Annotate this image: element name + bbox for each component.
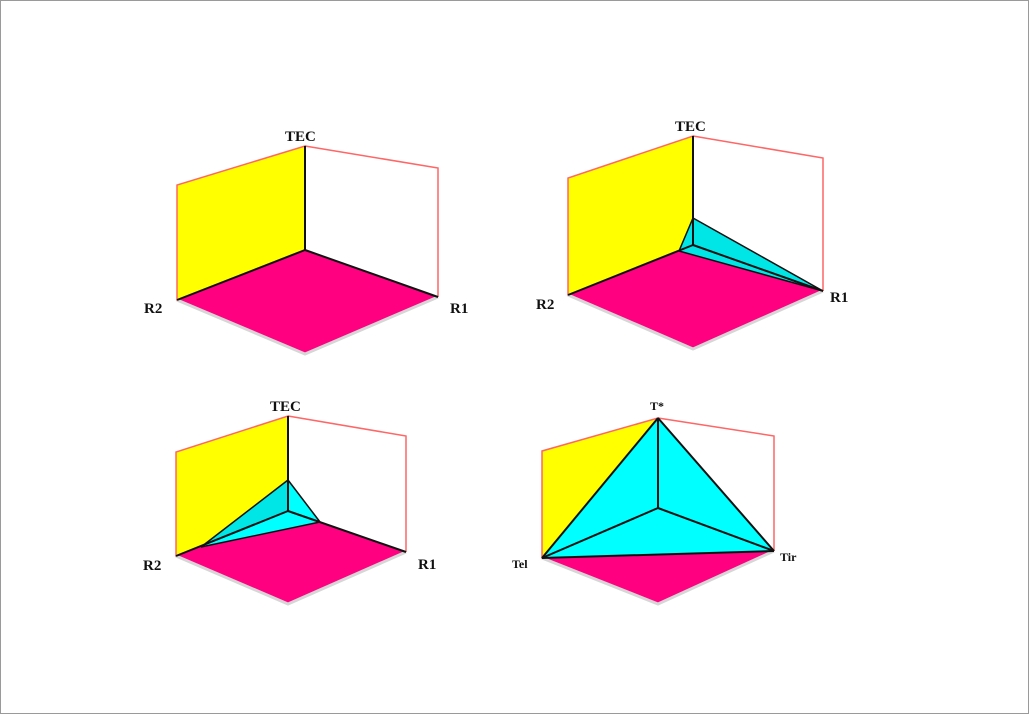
magenta-floor bbox=[177, 250, 438, 354]
axis-label-right: R1 bbox=[418, 557, 436, 573]
axis-right bbox=[657, 507, 775, 552]
floor-front-edge bbox=[175, 550, 407, 606]
axis-label-left: R2 bbox=[536, 297, 554, 313]
tetra-edge bbox=[541, 550, 775, 559]
axis-label-top: TEC bbox=[285, 129, 316, 145]
axis-left bbox=[175, 510, 289, 557]
axis-right bbox=[287, 510, 407, 553]
cyan-tetrahedron-side bbox=[679, 218, 823, 291]
pink-frame bbox=[287, 415, 407, 552]
tetra-edge bbox=[678, 250, 824, 292]
axis-label-left: R2 bbox=[144, 301, 162, 317]
tetra-edge bbox=[541, 417, 659, 559]
floor-front-edge bbox=[541, 549, 775, 606]
axis-label-left: R2 bbox=[143, 558, 161, 574]
pink-frame bbox=[692, 135, 824, 291]
panel-3: TEC R2 R1 bbox=[143, 399, 436, 606]
tetra-edge bbox=[657, 417, 775, 552]
tetra-edge bbox=[692, 217, 824, 292]
tetra-edge bbox=[200, 521, 321, 548]
tetra-edge bbox=[287, 479, 321, 523]
axis-label-top: TEC bbox=[675, 119, 706, 135]
axis-label-top: T* bbox=[650, 399, 664, 413]
tetra-edge bbox=[678, 217, 694, 252]
axis-left bbox=[567, 244, 694, 296]
panel-1: TEC R2 R1 bbox=[144, 129, 468, 356]
pink-frame bbox=[304, 145, 439, 297]
pink-frame bbox=[657, 417, 775, 551]
axis-label-right: Tir bbox=[780, 550, 797, 564]
axis-right bbox=[304, 249, 439, 298]
axis-label-top: TEC bbox=[270, 399, 301, 415]
axis-right bbox=[692, 244, 824, 292]
axis-label-left: Tel bbox=[512, 557, 528, 571]
axis-left bbox=[176, 249, 306, 301]
axis-label-right: R1 bbox=[830, 290, 848, 306]
floor-front-edge bbox=[176, 295, 439, 356]
panel-2: TEC R2 R1 bbox=[536, 119, 848, 351]
floor-front-edge bbox=[567, 289, 824, 351]
tetra-edge bbox=[200, 479, 289, 548]
axis-label-right: R1 bbox=[450, 301, 468, 317]
panel-4: T* Tel Tir bbox=[512, 399, 797, 606]
axis-left bbox=[541, 507, 659, 559]
